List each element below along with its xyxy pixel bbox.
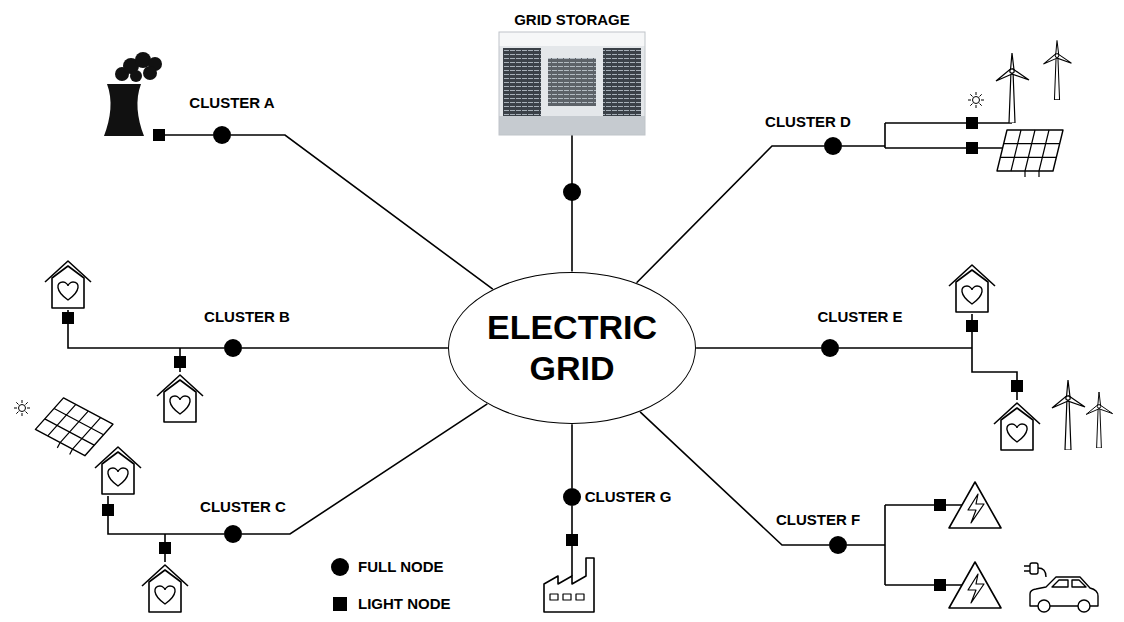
grid-connector: [571, 135, 573, 272]
houses-part: [157, 375, 203, 422]
light-node-squares-part: [159, 542, 171, 554]
light-node-squares-part: [934, 499, 946, 511]
hub-label: ELECTRIC GRID: [482, 307, 662, 389]
wind-turbines-part: [1086, 392, 1112, 448]
full-node-dot: CLUSTER C: [224, 525, 242, 543]
houses-part: [994, 403, 1040, 450]
charging-stations: [949, 482, 1001, 608]
light-node-squares-part: [174, 356, 186, 368]
storage-picture-part: [503, 48, 541, 116]
light-node-squares: [62, 117, 1023, 591]
electric-car-part: [1030, 563, 1038, 574]
grid-connector: [637, 146, 824, 283]
light-node-squares-part: [62, 312, 74, 324]
wind-turbines: [996, 40, 1113, 450]
cooling-tower-part: [130, 70, 142, 82]
text-stack: ELECTRIC GRID: [482, 307, 662, 389]
box-heading: GRID STORAGE: [514, 11, 630, 29]
light-node-squares-part: [934, 579, 946, 591]
storage-picture-part: [548, 58, 596, 106]
cluster-wires-part: [159, 134, 213, 136]
grid-connector: [231, 135, 493, 289]
storage-picture-part: [499, 32, 645, 135]
cluster-wires: [68, 123, 1017, 585]
legend-text: FULL NODE: [358, 558, 444, 576]
factory: [544, 558, 594, 612]
houses-part: [142, 565, 188, 612]
factory-part: [563, 594, 571, 600]
solar-panels-part: [33, 393, 113, 465]
grid-connector: [696, 347, 821, 349]
cluster-label: CLUSTER C: [200, 498, 286, 516]
full-node-dot: CLUSTER E: [821, 339, 839, 357]
wind-turbines-part: [996, 53, 1029, 123]
houses-part: [95, 447, 141, 494]
light-node-squares-part: [1011, 380, 1023, 392]
solar-panels-part: [968, 92, 984, 108]
charging-stations-part: [949, 562, 1001, 608]
cluster-label: CLUSTER A: [189, 94, 274, 112]
cluster-label: CLUSTER E: [818, 308, 903, 326]
charging-stations-part: [968, 574, 984, 603]
cluster-wires-part: [847, 505, 962, 585]
cluster-label: CLUSTER F: [776, 511, 860, 529]
full-node-dot: CLUSTER B: [224, 339, 242, 357]
storage-picture-part: [499, 32, 645, 46]
electric-car-part: [1024, 566, 1046, 577]
full-node-dot: CLUSTER F: [829, 536, 847, 554]
cooling-tower-part: [143, 66, 157, 80]
storage-picture-part: [603, 48, 641, 116]
storage-picture: [499, 32, 645, 135]
cluster-wires-part: [68, 310, 224, 372]
grid-connector: [571, 424, 573, 488]
houses-part: [949, 265, 995, 312]
solar-panels-part: [997, 130, 1063, 177]
cluster-wires-part: [839, 314, 1017, 400]
wind-turbines-part: [1052, 380, 1085, 450]
legend-samples: [331, 558, 349, 611]
legend-samples-part: [331, 558, 349, 576]
full-node-dot: CLUSTER G: [563, 488, 581, 506]
light-node-squares-part: [966, 320, 978, 332]
light-node-squares-part: [566, 534, 578, 546]
electric-car-part: [1052, 580, 1086, 587]
cluster-label: CLUSTER D: [765, 113, 851, 131]
full-node-dot: CLUSTER D: [824, 137, 842, 155]
electric-car-part: [1078, 600, 1090, 612]
houses-part: [45, 261, 91, 308]
storage-box: GRID STORAGE: [499, 32, 645, 135]
factory-part: [550, 594, 558, 600]
light-node-squares-part: [966, 142, 978, 154]
factory-part: [544, 558, 594, 612]
light-node-squares-part: [153, 129, 165, 141]
light-node-squares-part: [966, 117, 978, 129]
storage-picture-part: [499, 116, 645, 135]
cooling-tower: [104, 52, 162, 136]
charging-stations-part: [968, 494, 984, 523]
solar-panels: [14, 92, 1063, 466]
factory-part: [576, 594, 584, 600]
cooling-tower-part: [104, 84, 144, 136]
houses: [45, 261, 1040, 612]
storage-picture-part: [499, 32, 645, 135]
light-node-squares-part: [102, 504, 114, 516]
grid-connector: [242, 347, 448, 349]
electric-car-part: [1038, 600, 1050, 612]
charging-stations-part: [949, 482, 1001, 528]
full-node-dot: CLUSTER A: [213, 126, 231, 144]
storage-full-node: [563, 183, 581, 201]
cluster-wires-part: [842, 123, 1012, 148]
cluster-label: CLUSTER B: [204, 308, 290, 326]
solar-panels-part: [14, 400, 30, 416]
legend-text: LIGHT NODE: [358, 595, 451, 613]
grid-hub-ellipse: ELECTRIC GRID: [448, 272, 696, 425]
legend-samples-part: [333, 597, 347, 611]
cluster-label: CLUSTER G: [585, 488, 672, 506]
electric-car: [1024, 563, 1098, 612]
wind-turbines-part: [1043, 40, 1071, 100]
